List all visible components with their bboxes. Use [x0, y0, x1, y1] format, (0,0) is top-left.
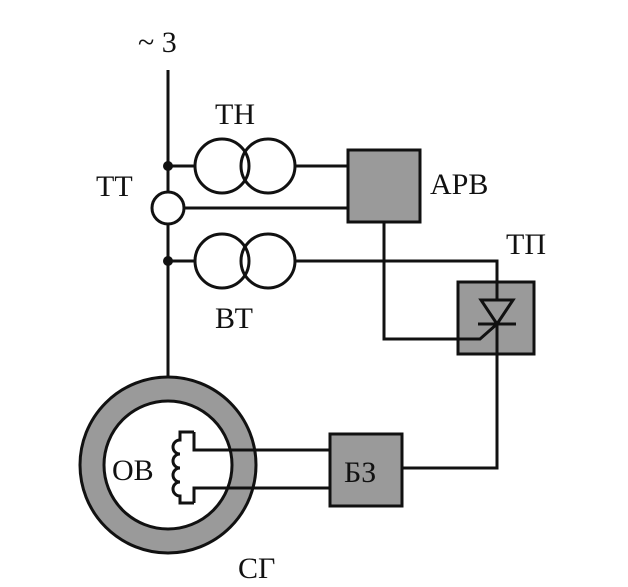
ov-to-bz-line-top [192, 432, 330, 452]
arv-block [346, 148, 422, 224]
thyristor-gate-lead [458, 322, 498, 341]
vt-label: ВТ [215, 302, 253, 335]
generator-stator-ring [80, 377, 256, 553]
ov-label: ОВ [112, 454, 154, 487]
tp-to-bz-line [402, 354, 499, 470]
bz-block [328, 432, 404, 508]
current-transformer-symbol [150, 190, 186, 226]
field-winding-icon [171, 430, 194, 505]
generator-inner-edge [102, 399, 234, 531]
arv-label: АРВ [430, 168, 488, 201]
bz-label: БЗ [344, 456, 376, 489]
vt-winding-1 [193, 232, 251, 290]
tn-label: ТН [215, 98, 255, 131]
tt-label: ТТ [96, 170, 133, 203]
vt-to-tp-line [295, 259, 499, 282]
source-label: ~ 3 [138, 26, 177, 59]
sg-label: СГ [238, 552, 275, 585]
ov-to-bz-line-bottom [192, 486, 330, 503]
thyristor-icon [478, 298, 516, 327]
tn-winding-1 [193, 137, 251, 195]
tp-label: ТП [506, 228, 546, 261]
arv-to-tp-control-line [382, 222, 458, 341]
generator-outer-edge [78, 375, 258, 555]
